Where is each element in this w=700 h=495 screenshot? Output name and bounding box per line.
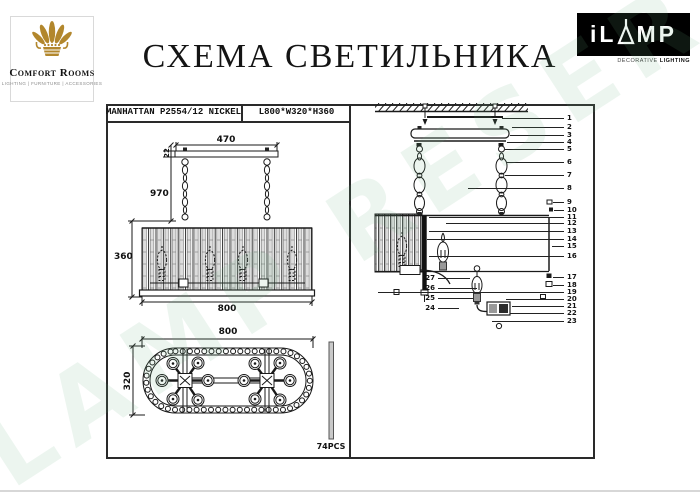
callout-line [512, 306, 564, 307]
ilamp-logo: iL MP DECORATIVE LIGHTING [577, 13, 690, 64]
callout-line [553, 202, 564, 203]
comfort-rooms-tagline: LIGHTING | FURNITURE | ACCESSORIES [1, 81, 103, 86]
callout-line [553, 285, 564, 286]
dim-chain-drop: 970 [150, 189, 169, 199]
callout-number-15: 15 [567, 242, 577, 250]
callout-line [429, 216, 564, 218]
dim-shade-height: 360 [114, 252, 133, 262]
bottom-edge-line [0, 490, 700, 492]
callout-number-17: 17 [567, 273, 577, 281]
callout-number-8: 8 [567, 184, 572, 192]
callout-line [468, 188, 564, 189]
lower-candle-assembly [471, 265, 488, 313]
dim-canopy-thickness: 22 [163, 148, 171, 158]
callout-number-11: 11 [567, 212, 577, 221]
callout-number-6: 6 [567, 158, 572, 166]
dim-plan-width: 800 [218, 327, 238, 337]
callout-number-24: 24 [425, 304, 435, 312]
callout-number-19: 19 [567, 288, 577, 296]
callout-number-23: 23 [567, 317, 577, 325]
callout-number-1: 1 [567, 114, 572, 122]
callout-number-25: 25 [425, 294, 435, 302]
ilamp-lamp-icon [617, 18, 636, 44]
side-view-drawing [128, 142, 316, 306]
callout-number-18: 18 [567, 281, 577, 289]
callout-line [506, 162, 564, 163]
callout-line [429, 256, 564, 257]
ilamp-tagline-light: DECORATIVE [617, 58, 660, 64]
ilamp-logo-box: iL MP [577, 13, 690, 56]
callout-number-9: 9 [567, 198, 572, 206]
callout-number-7: 7 [567, 171, 572, 179]
callout-line [446, 223, 564, 224]
callout-line [512, 127, 564, 128]
callout-line [438, 298, 473, 299]
callout-number-26: 26 [425, 284, 435, 292]
panel-divider [349, 104, 351, 459]
ilamp-tagline: DECORATIVE LIGHTING [577, 58, 690, 64]
callout-line [502, 118, 564, 119]
socket-assembly [486, 301, 511, 316]
page-title: СХЕМА СВЕТИЛЬНИКА [142, 38, 558, 75]
callout-line [427, 239, 564, 240]
crystal-count-label: 74PCS [316, 442, 346, 451]
plan-view-drawing [129, 336, 334, 440]
callout-line [554, 209, 564, 211]
exploded-view-drawing [374, 103, 553, 330]
callout-line [553, 277, 564, 278]
callout-number-10: 10 [567, 205, 577, 214]
callout-line [438, 278, 470, 279]
callout-number-5: 5 [567, 145, 572, 153]
callout-number-16: 16 [567, 252, 577, 260]
callout-number-3: 3 [567, 131, 572, 139]
ilamp-prefix: iL [590, 21, 617, 47]
callout-number-22: 22 [567, 309, 577, 317]
comfort-rooms-name: Comfort Rooms [9, 67, 95, 79]
ilamp-tagline-bold: LIGHTING [659, 58, 690, 64]
callout-number-13: 13 [567, 227, 577, 235]
dim-plan-depth: 320 [123, 371, 133, 391]
spec-table: MANHATTAN P2554/12 NICKEL L800*W320*H360 [106, 104, 350, 123]
callout-line [378, 292, 564, 293]
callout-line [552, 246, 564, 247]
callout-line [438, 288, 477, 289]
callout-line [505, 175, 564, 176]
dim-canopy-width: 470 [216, 135, 236, 145]
dim-shade-width: 800 [217, 304, 237, 314]
callout-number-4: 4 [567, 138, 572, 146]
callout-line [510, 135, 564, 136]
callout-number-12: 12 [567, 219, 577, 227]
callout-number-21: 21 [567, 302, 577, 310]
callout-line [506, 299, 564, 300]
callout-line [507, 142, 564, 143]
spec-size: L800*W320*H360 [258, 107, 335, 117]
callout-line [429, 231, 564, 232]
callout-number-14: 14 [567, 235, 577, 243]
spec-model: MANHATTAN P2554/12 NICKEL [106, 104, 243, 121]
ilamp-suffix: MP [636, 21, 677, 47]
comfort-rooms-crown-icon [32, 21, 72, 56]
callout-line [438, 308, 459, 309]
callout-line [492, 321, 564, 322]
callout-line [510, 313, 564, 314]
callout-number-20: 20 [567, 295, 577, 303]
callout-number-2: 2 [567, 123, 572, 131]
callout-line [505, 149, 564, 150]
callout-number-27: 27 [425, 274, 435, 282]
comfort-rooms-logo: Comfort Rooms LIGHTING | FURNITURE | ACC… [2, 16, 102, 102]
